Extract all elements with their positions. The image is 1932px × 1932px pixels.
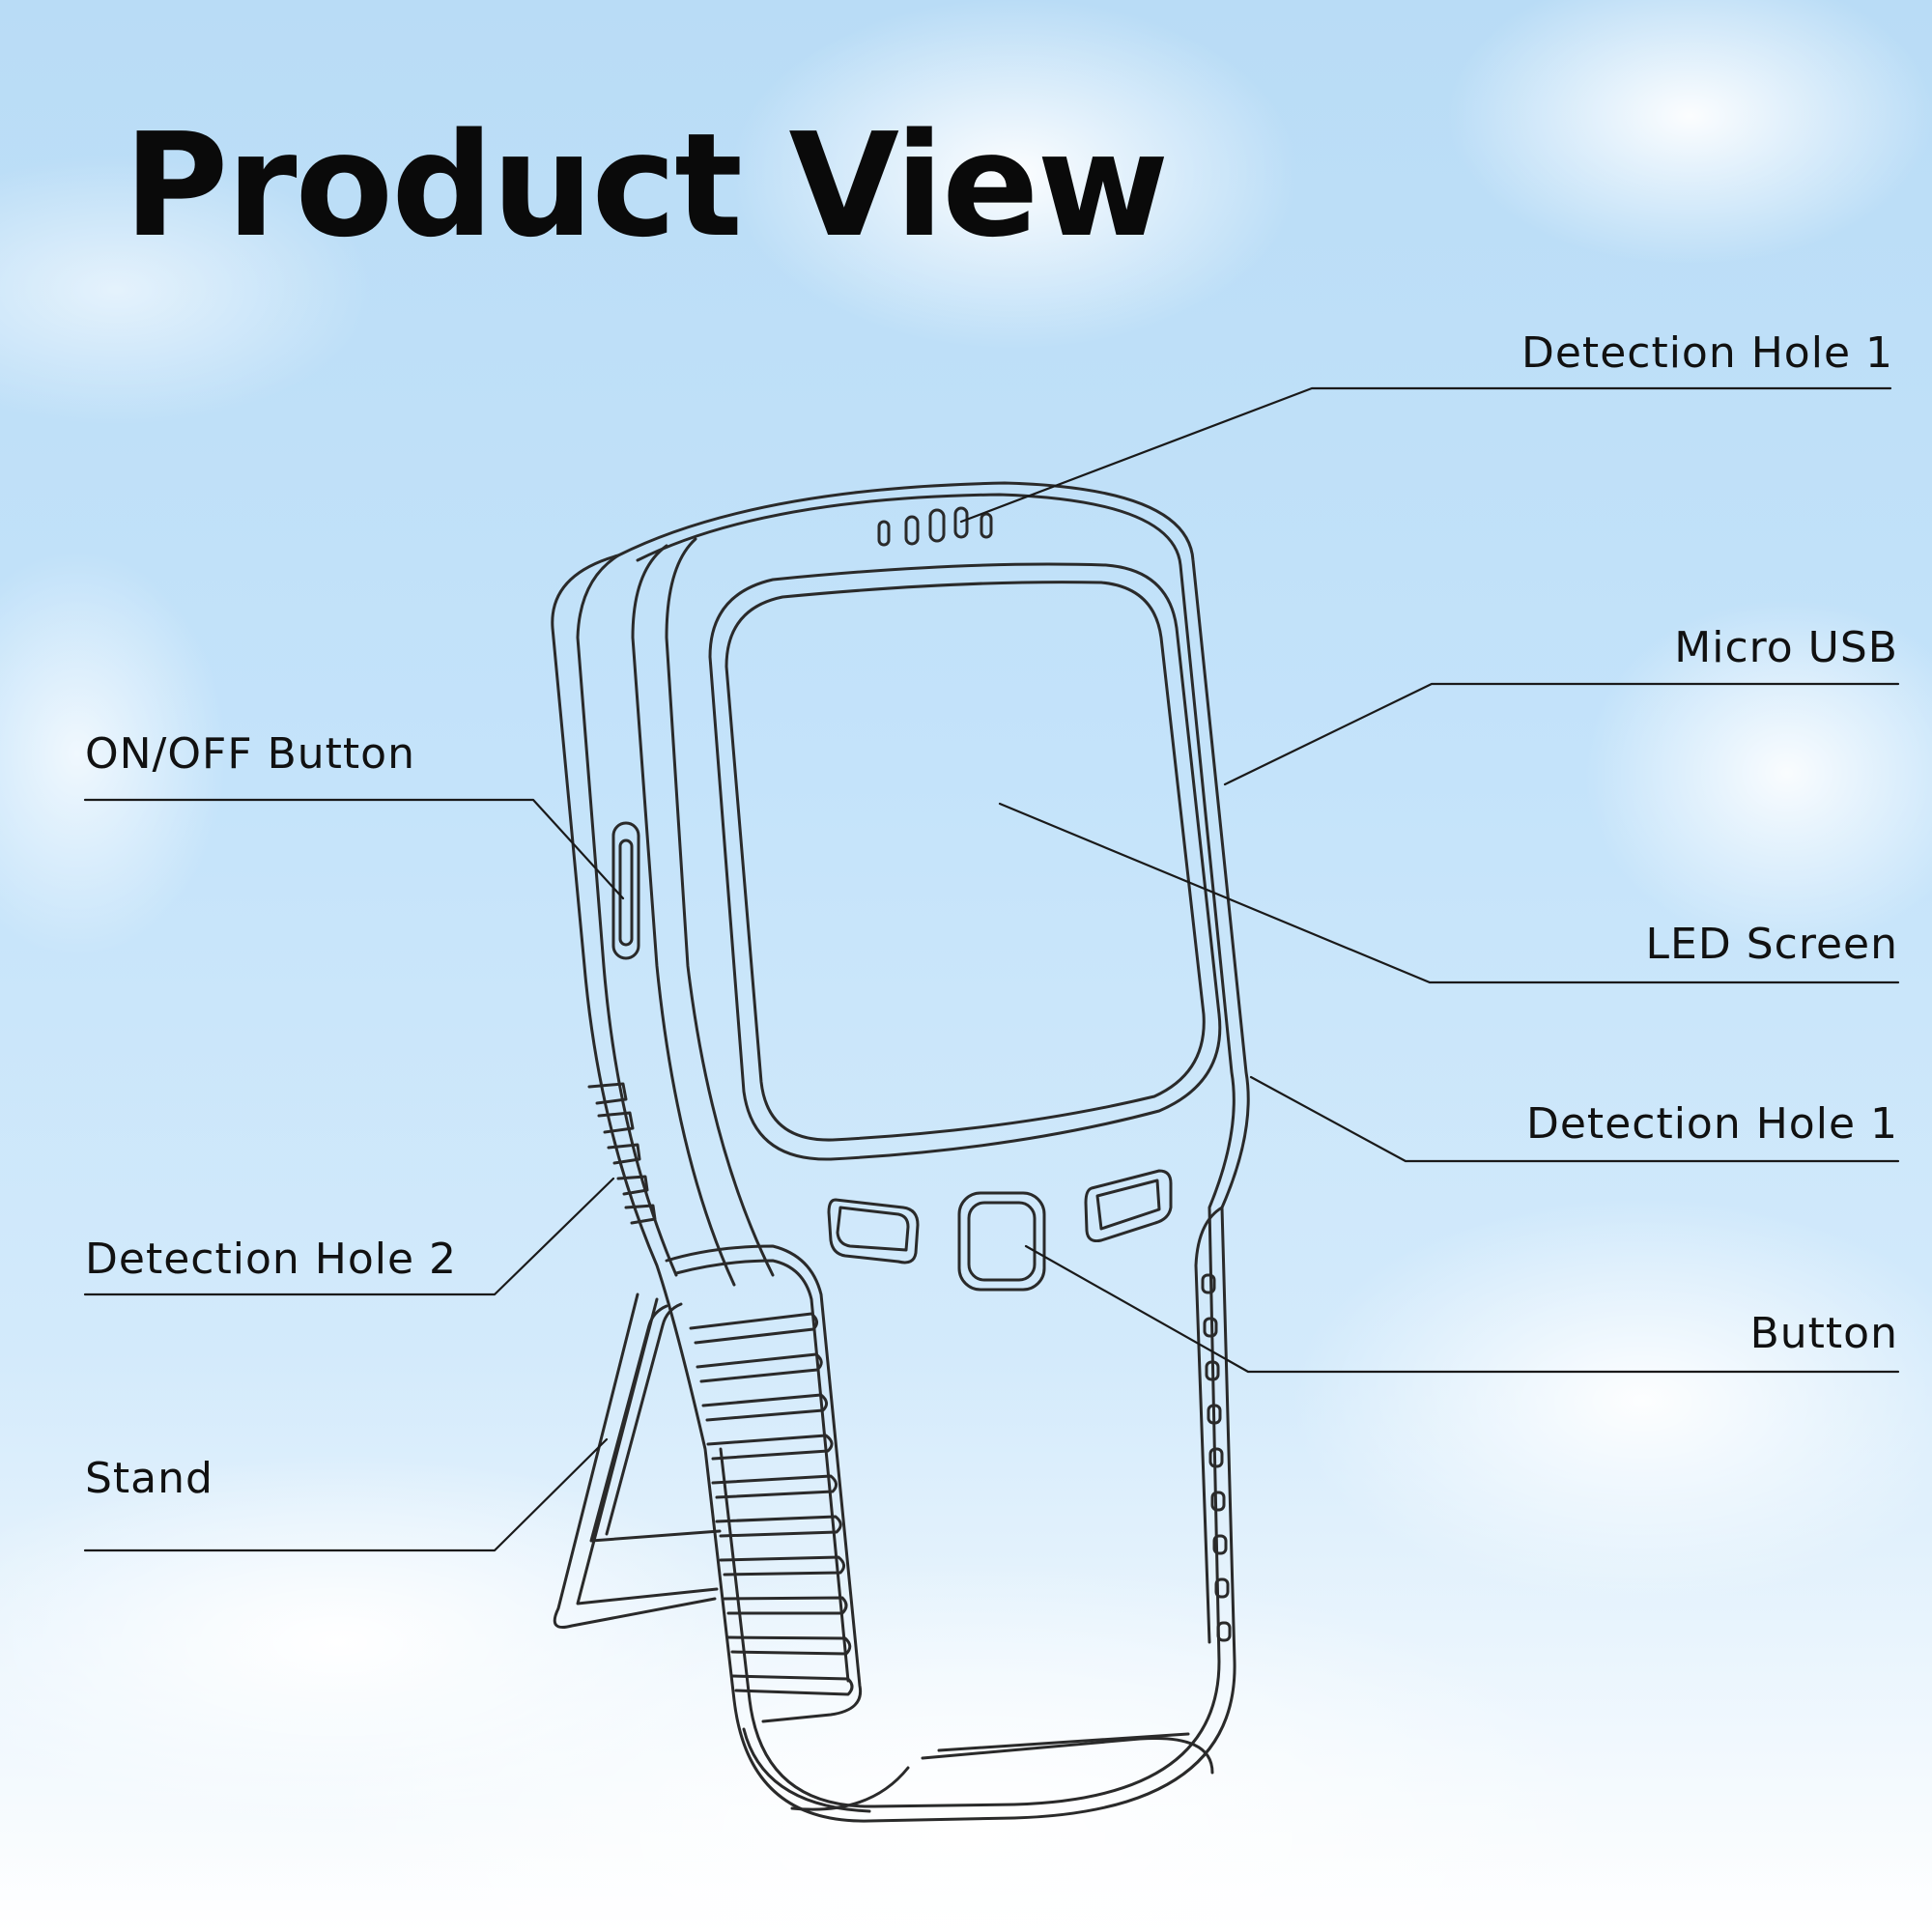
leader-micro-usb <box>1223 682 1900 786</box>
leader-led-screen <box>998 802 1900 984</box>
page-title: Product View <box>124 102 1169 269</box>
detection-hole-2-slots <box>587 1082 657 1225</box>
stand-outline <box>553 1293 722 1629</box>
label-detection-hole-1-top: Detection Hole 1 <box>1520 328 1893 378</box>
led-screen <box>708 562 1222 1161</box>
front-buttons <box>827 1169 1173 1292</box>
leader-detection-hole-1-side <box>1249 1075 1900 1163</box>
right-side-slots <box>1194 1206 1232 1644</box>
leader-detection-hole-2 <box>83 1177 615 1296</box>
device-body <box>551 481 1250 1823</box>
leader-detection-hole-1-top <box>959 386 1892 524</box>
label-detection-hole-1-side: Detection Hole 1 <box>1525 1099 1898 1149</box>
leader-button <box>1024 1244 1900 1374</box>
label-micro-usb: Micro USB <box>1674 623 1898 672</box>
label-detection-hole-2: Detection Hole 2 <box>85 1235 458 1284</box>
leader-on-off-button <box>83 798 625 900</box>
detection-hole-1-top-slots <box>877 506 993 547</box>
ribbed-grip <box>665 1244 863 1723</box>
leader-lines <box>83 386 1900 1552</box>
on-off-button-shape <box>611 821 640 960</box>
leader-stand <box>83 1437 609 1552</box>
label-on-off-button: ON/OFF Button <box>85 729 415 779</box>
label-button: Button <box>1749 1309 1898 1358</box>
label-stand: Stand <box>85 1454 213 1503</box>
label-led-screen: LED Screen <box>1645 920 1898 969</box>
